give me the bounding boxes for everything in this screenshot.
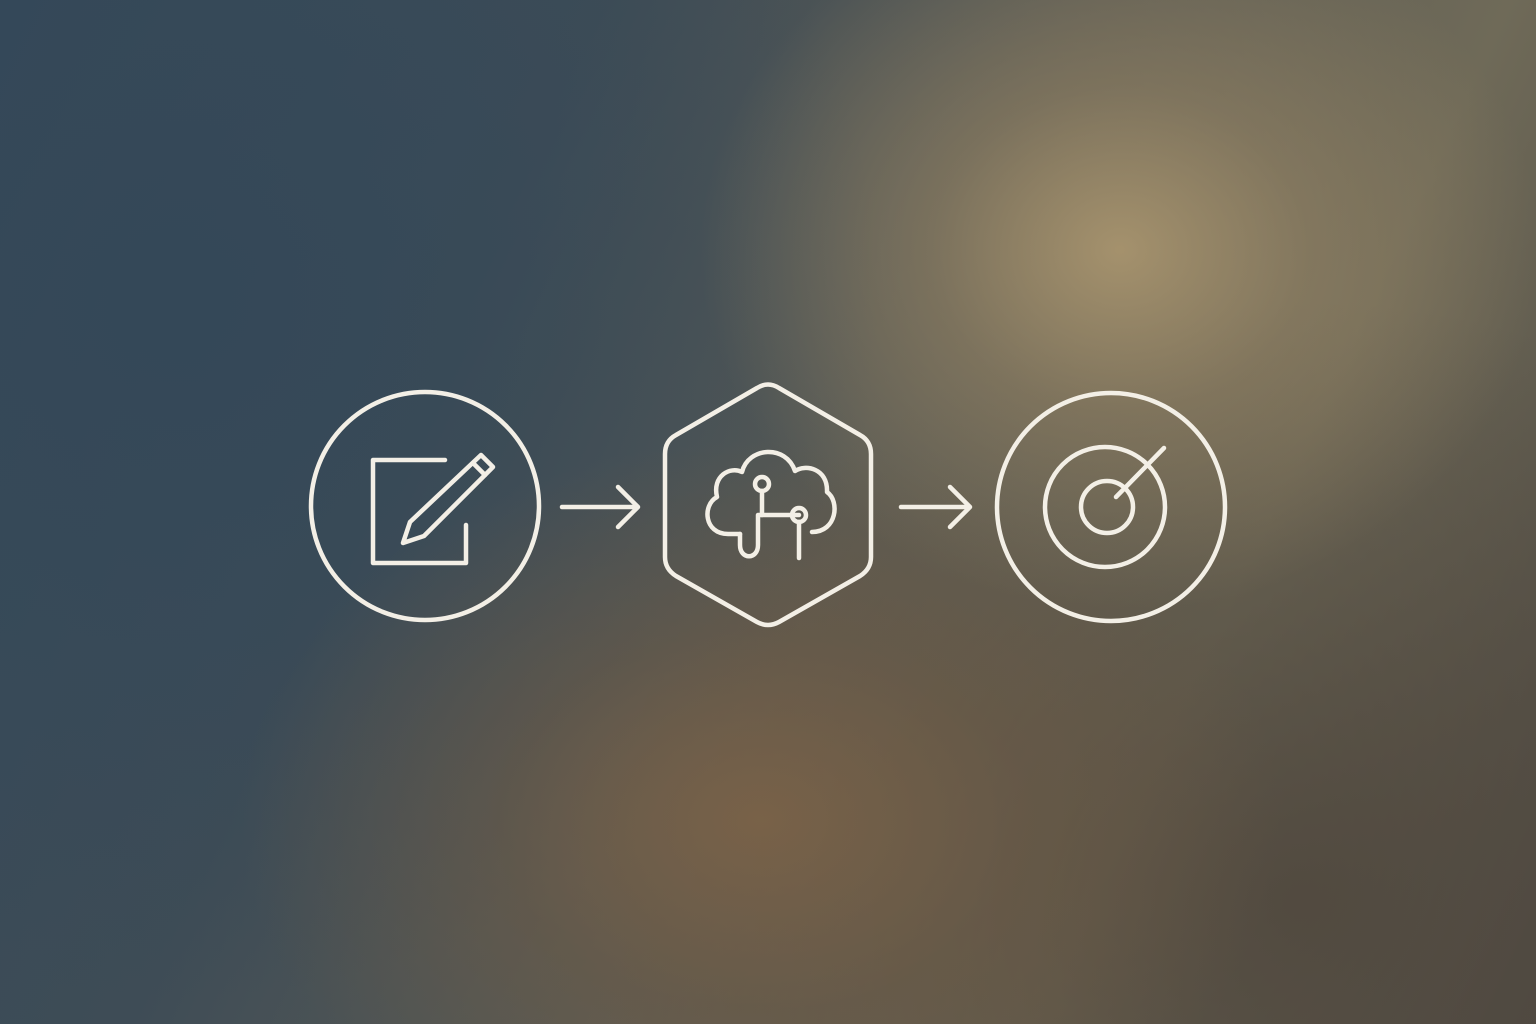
node-target-circle bbox=[994, 390, 1228, 624]
node-cloud bbox=[662, 382, 874, 628]
arrow-cloud-to-target bbox=[898, 484, 973, 530]
target-icon bbox=[1042, 444, 1168, 570]
node-cloud-hexagon bbox=[662, 382, 874, 628]
arrow-edit-to-cloud bbox=[559, 484, 641, 530]
node-edit-circle bbox=[308, 389, 542, 623]
cloud-network-icon bbox=[705, 449, 837, 561]
node-target bbox=[994, 390, 1228, 624]
node-edit bbox=[308, 389, 542, 623]
edit-icon bbox=[370, 452, 496, 566]
